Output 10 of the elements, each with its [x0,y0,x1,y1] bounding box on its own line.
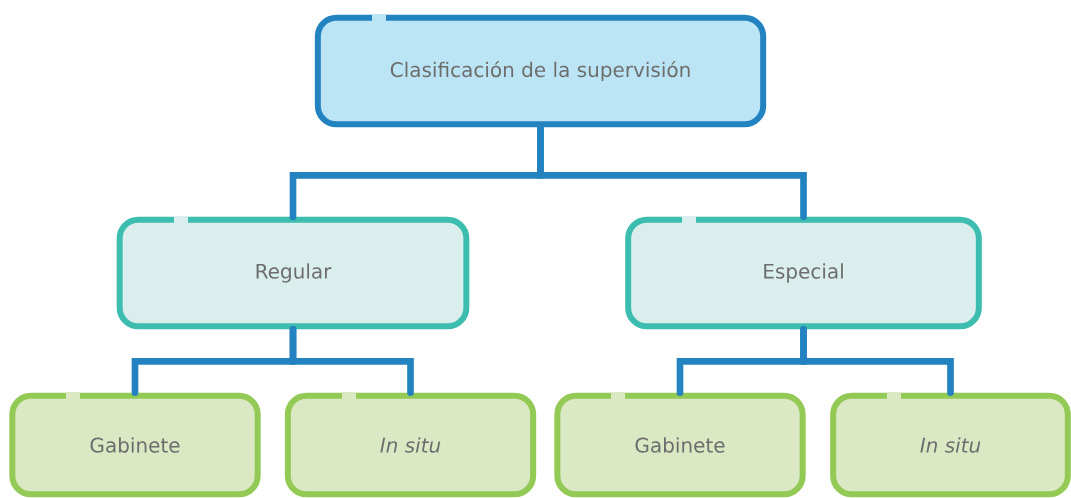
connector [537,124,807,220]
category-box: Gabinete [9,392,261,498]
category-box: In situ [284,392,537,498]
category-box: In situ [830,392,1071,498]
category-box: Especial [625,216,982,330]
category-box: Gabinete [554,392,806,498]
category-box: Regular [116,216,470,330]
connector [289,326,414,396]
category-box: Clasificación de la supervisión [314,14,767,128]
connector [800,326,954,396]
